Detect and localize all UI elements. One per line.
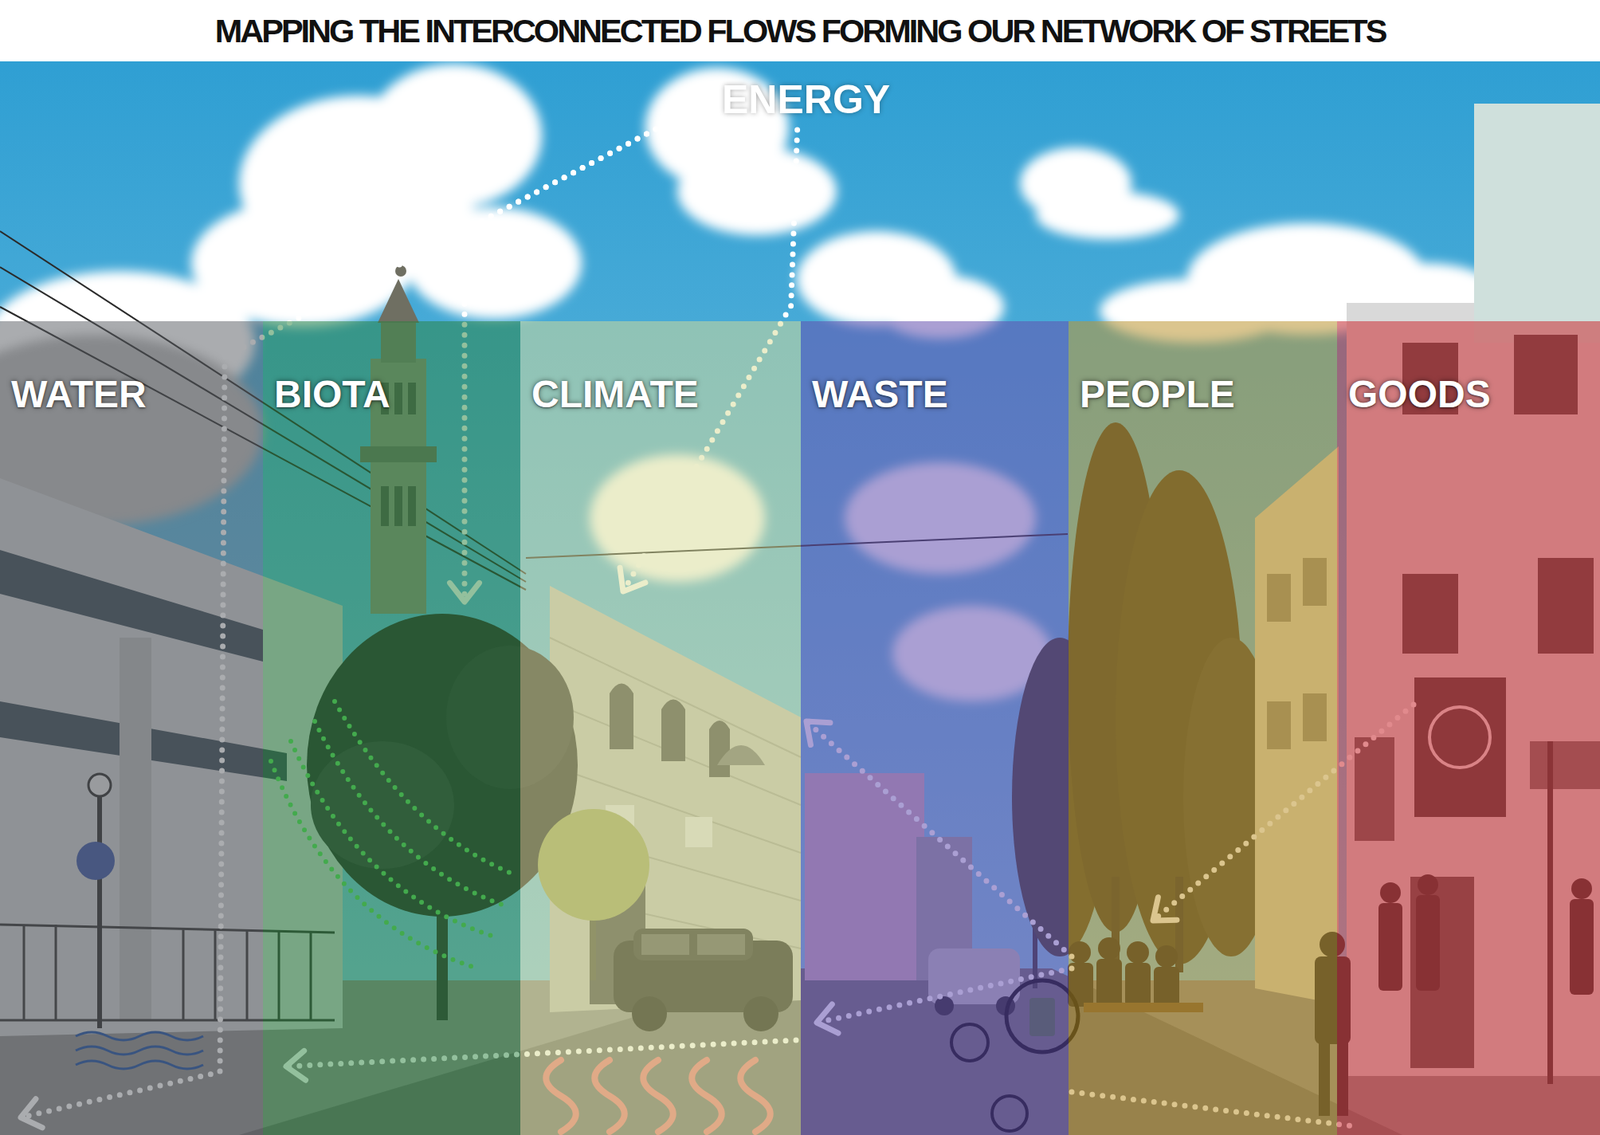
title-bar: MAPPING THE INTERCONNECTED FLOWS FORMING…: [0, 0, 1600, 62]
flow-band: WATER: [0, 321, 263, 1135]
flow-band: CLIMATE: [520, 321, 801, 1135]
flow-band: PEOPLE: [1068, 321, 1338, 1135]
energy-label: ENERGY: [721, 78, 891, 122]
flow-band: GOODS: [1337, 321, 1600, 1135]
band-label: GOODS: [1348, 373, 1491, 416]
band-label: WATER: [11, 373, 147, 416]
flow-band: BIOTA: [262, 321, 521, 1135]
band-label: BIOTA: [274, 373, 391, 416]
band-label: PEOPLE: [1079, 373, 1236, 416]
band-label: WASTE: [811, 373, 949, 416]
energy-source: ENERGY: [718, 76, 894, 124]
flow-band: WASTE: [800, 321, 1069, 1135]
band-label: CLIMATE: [531, 373, 699, 416]
title: MAPPING THE INTERCONNECTED FLOWS FORMING…: [0, 0, 1600, 62]
